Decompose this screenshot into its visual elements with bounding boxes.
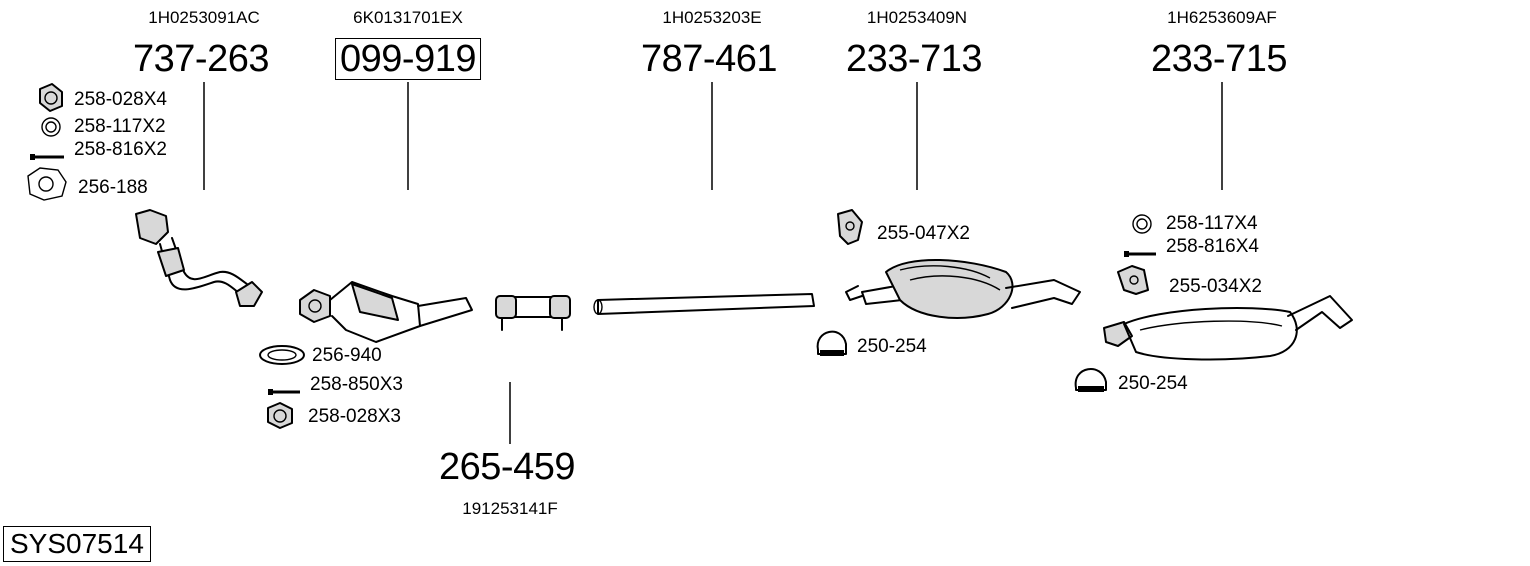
oem-ref-connector: 191253141F <box>462 499 558 518</box>
accessory-label-rear-bolt[interactable]: 258-816X4 <box>1166 236 1259 257</box>
system-code-label: SYS07514 <box>3 526 151 562</box>
front-pipe-part <box>135 209 263 307</box>
rubber-hanger-icon <box>1117 265 1149 295</box>
hex-nut-icon <box>267 402 293 429</box>
part-number-intermediate-pipe[interactable]: 787-461 <box>641 38 777 80</box>
sealing-ring-icon <box>1132 214 1152 234</box>
accessory-label-cat-gasket[interactable]: 256-940 <box>312 345 382 366</box>
oem-ref-intermediate-pipe: 1H0253203E <box>662 8 762 27</box>
flange-gasket-icon <box>259 345 305 365</box>
part-number-connector[interactable]: 265-459 <box>439 446 575 488</box>
sealing-ring-icon <box>41 117 61 137</box>
rear-silencer-part <box>1103 295 1353 361</box>
intermediate-pipe-part <box>593 293 815 315</box>
oem-ref-front-pipe: 1H0253091AC <box>148 8 260 27</box>
catalytic-converter-part <box>299 281 473 343</box>
gasket-icon <box>27 167 67 201</box>
bolt-icon <box>1124 251 1156 257</box>
accessory-label-cat-nut[interactable]: 258-028X3 <box>308 406 401 427</box>
bolt-icon <box>30 154 64 160</box>
pipe-clamp-icon <box>816 330 847 356</box>
oem-ref-middle-silencer: 1H0253409N <box>866 8 968 27</box>
accessory-label-rear-clamp[interactable]: 250-254 <box>1118 373 1188 394</box>
part-number-rear-silencer[interactable]: 233-715 <box>1151 38 1287 80</box>
hex-nut-icon <box>39 83 63 112</box>
accessory-label-cat-bolt[interactable]: 258-850X3 <box>310 374 403 395</box>
rubber-hanger-icon <box>837 209 863 245</box>
accessory-label-mid-hanger[interactable]: 255-047X2 <box>877 223 970 244</box>
part-number-front-pipe[interactable]: 737-263 <box>133 38 269 80</box>
accessory-label-manifold-gasket[interactable]: 256-188 <box>78 177 148 198</box>
accessory-label-manifold-bolt[interactable]: 258-816X2 <box>74 139 167 160</box>
pipe-connector-part <box>495 295 571 331</box>
bolt-icon <box>268 389 300 395</box>
oem-ref-catalytic-converter: 6K0131701EX <box>353 8 463 27</box>
oem-ref-rear-silencer: 1H6253609AF <box>1167 8 1277 27</box>
accessory-label-manifold-nut[interactable]: 258-028X4 <box>74 89 167 110</box>
accessory-label-rear-ring[interactable]: 258-117X4 <box>1166 213 1258 234</box>
part-number-catalytic-converter[interactable]: 099-919 <box>335 38 481 80</box>
part-number-middle-silencer[interactable]: 233-713 <box>846 38 982 80</box>
pipe-clamp-icon <box>1074 368 1107 392</box>
accessory-label-manifold-ring[interactable]: 258-117X2 <box>74 116 166 137</box>
middle-silencer-part <box>845 259 1081 319</box>
accessory-label-rear-hanger[interactable]: 255-034X2 <box>1169 276 1262 297</box>
accessory-label-mid-clamp[interactable]: 250-254 <box>857 336 927 357</box>
